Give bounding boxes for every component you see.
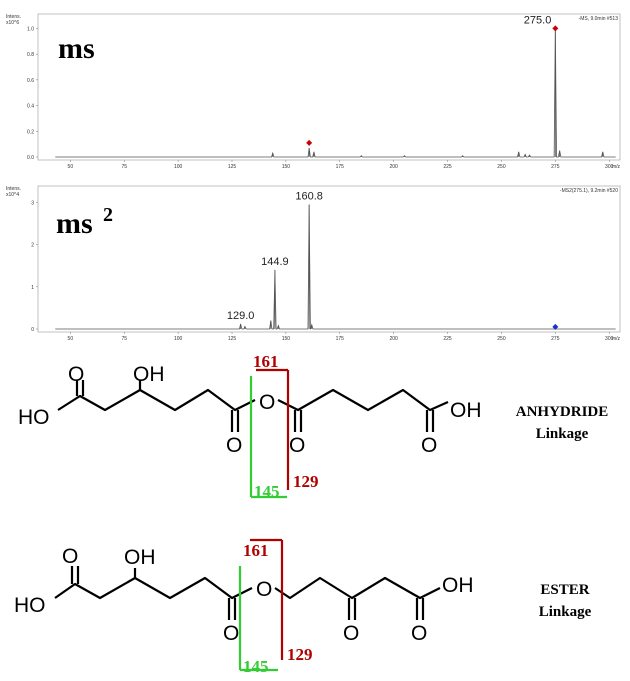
ms-x-tick-label: 75 [121, 164, 127, 170]
ms2-x-tick-label: 300 [605, 336, 614, 342]
ms-y-tick-label: 0.2 [27, 129, 34, 135]
ester-atom-o-bridge: O [256, 578, 272, 601]
ms-x-tick-label: 225 [443, 164, 452, 170]
ms-x-tick-label: 300 [605, 164, 614, 170]
anhydride-atom-o-bridge: O [259, 391, 275, 414]
ms-peak-marker [306, 139, 313, 146]
ms-peak-marks: 275.0 [272, 14, 604, 157]
ms-y-tick-label: 0.0 [27, 155, 34, 161]
anhydride-atom-o-carbonyl-1: O [226, 434, 242, 457]
ester-frag-129: 129 [287, 645, 313, 664]
ms-x-tick-label: 125 [228, 164, 237, 170]
ms2-x-tick-label: 200 [389, 336, 398, 342]
ms2-title: ms [56, 207, 93, 240]
ms2-x-tick-label: 50 [68, 336, 74, 342]
ms-peak-marker [552, 25, 559, 32]
anhydride-atom-oh: OH [133, 363, 165, 386]
ester-bonds [54, 566, 441, 620]
ms2-x-tick-label: 75 [121, 336, 127, 342]
ms2-spectrum-panel: Intens. x10^4 -MS2(275.1), 9.2min #520 m… [6, 185, 621, 342]
ms-x-tick-label: 50 [68, 164, 74, 170]
ms-y-unit-1: Intens. [6, 14, 21, 20]
ms2-x-tick-label: 150 [282, 336, 291, 342]
anhydride-structure: O OH HO O O O O OH 161 129 145 ANHYDRIDE… [18, 352, 608, 501]
ester-atom-oh: OH [124, 546, 156, 569]
ms2-x-tick-label: 175 [336, 336, 345, 342]
anhydride-bonds [57, 380, 449, 432]
ms2-xlabel: m/z [612, 336, 621, 342]
ms2-y-tick-label: 0 [31, 327, 34, 333]
ms-corner-label: -MS, 9.0min #513 [579, 16, 619, 22]
ms-y-tick-label: 0.6 [27, 78, 34, 84]
ms2-peak-marker [552, 323, 559, 330]
ms2-x-tick-label: 125 [228, 336, 237, 342]
ms2-trace [55, 204, 616, 330]
ms-trace [55, 28, 616, 158]
ms-y-tick-label: 0.4 [27, 104, 34, 110]
ester-atom-ho: HO [14, 594, 46, 617]
ester-frag-145: 145 [243, 657, 269, 676]
ms2-x-tick-label: 275 [551, 336, 560, 342]
ms-x-tick-label: 150 [282, 164, 291, 170]
ms2-peak-label: 144.9 [261, 256, 289, 268]
ms2-peak-label: 160.8 [295, 191, 323, 203]
anhydride-frag-129: 129 [293, 472, 319, 491]
ester-label-2: Linkage [539, 604, 592, 620]
ms2-y-tick-label: 1 [31, 285, 34, 291]
ms2-y-unit-2: x10^4 [6, 192, 19, 198]
ms-plot-frame [37, 13, 621, 161]
anhydride-frag-145: 145 [254, 482, 280, 501]
ms-spectrum-panel: Intens. x10^6 -MS, 9.0min #513 m/z 50 75 1… [6, 13, 621, 170]
ester-atom-o-ketone: O [343, 622, 359, 645]
ester-structure: O OH HO O O O O OH 161 129 145 ESTER Lin… [14, 538, 592, 676]
ms-y-tick-label: 0.8 [27, 52, 34, 58]
ms2-axis-ticks: 50 75 100 125 150 175 200 225 250 275 300 0 1 2 3 [31, 200, 613, 342]
ms-x-tick-label: 200 [389, 164, 398, 170]
ms-y-unit-2: x10^6 [6, 20, 19, 26]
ester-atom-o-top-left: O [62, 545, 78, 568]
anhydride-atom-oh-end: OH [450, 399, 482, 422]
ms-xlabel: m/z [612, 164, 621, 170]
anhydride-label-2: Linkage [536, 426, 589, 442]
ester-atom-o-carbonyl-2: O [411, 622, 427, 645]
ms2-corner-label: -MS2(275.1), 9.2min #520 [560, 188, 618, 194]
anhydride-atom-o-top-left: O [68, 363, 84, 386]
ms-axis-ticks: 50 75 100 125 150 175 200 225 250 275 300 0.0 0.2 0.4… [27, 26, 614, 170]
ester-atom-oh-end: OH [442, 574, 474, 597]
ms2-peak-marks: 129.0 144.9 160.8 [227, 191, 559, 330]
ms-x-tick-label: 175 [336, 164, 345, 170]
anhydride-frag-161: 161 [253, 352, 279, 371]
ms2-y-tick-label: 2 [31, 243, 34, 249]
anhydride-label-1: ANHYDRIDE [516, 404, 609, 420]
ester-atom-o-carbonyl-1: O [223, 622, 239, 645]
ester-frag-161: 161 [243, 541, 269, 560]
ms-peak-label: 275.0 [524, 14, 552, 26]
ms2-y-unit-1: Intens. [6, 186, 21, 192]
anhydride-atom-o-carbonyl-2: O [289, 434, 305, 457]
ms2-y-tick-label: 3 [31, 200, 34, 206]
ms2-x-tick-label: 100 [174, 336, 183, 342]
anhydride-atom-o-carbonyl-3: O [421, 434, 437, 457]
ms2-x-tick-label: 225 [443, 336, 452, 342]
ms2-x-tick-label: 250 [497, 336, 506, 342]
ms-x-tick-label: 275 [551, 164, 560, 170]
ms-x-tick-label: 100 [174, 164, 183, 170]
ms-y-tick-label: 1.0 [27, 26, 34, 32]
ester-label-1: ESTER [540, 582, 589, 598]
ms2-peak-label: 129.0 [227, 310, 255, 322]
anhydride-atom-ho: HO [18, 406, 50, 429]
ms2-title-superscript: 2 [103, 204, 113, 226]
ms-title: ms [58, 32, 95, 65]
ms-x-tick-label: 250 [497, 164, 506, 170]
ms2-plot-frame [37, 185, 621, 333]
